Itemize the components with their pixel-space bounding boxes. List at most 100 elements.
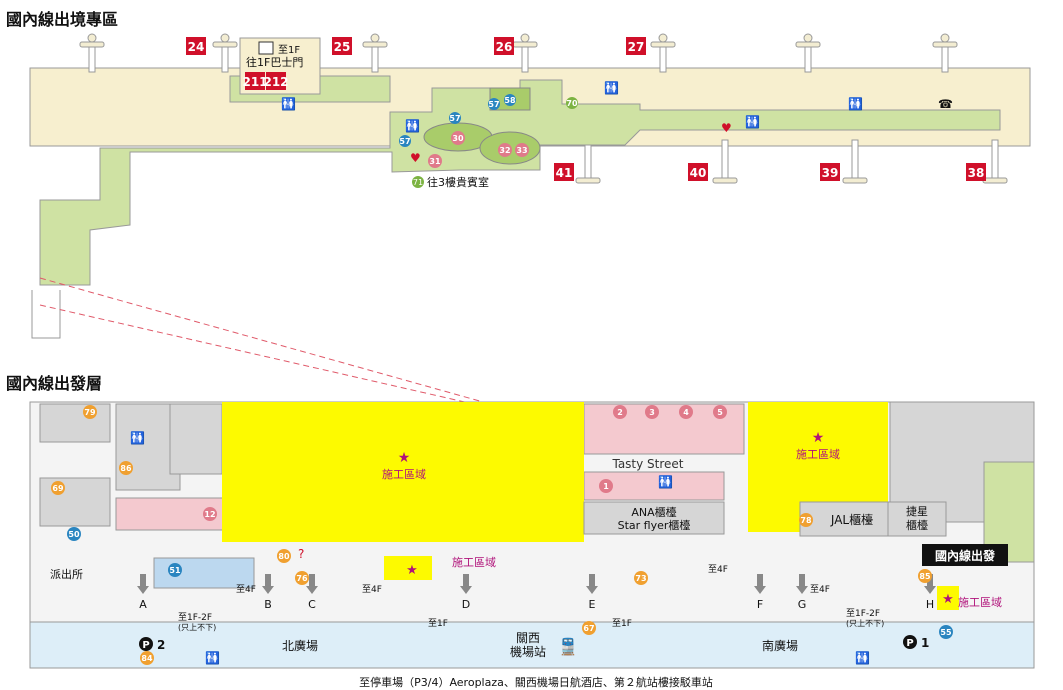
shop-number: 57 — [488, 100, 499, 109]
ana-counter-label: ANA櫃檯 — [631, 505, 676, 519]
departure-label-box — [922, 544, 1008, 566]
departure-label: 國內線出發 — [935, 548, 996, 563]
shop-number: 1 — [603, 482, 609, 491]
shop-marker — [168, 563, 182, 577]
construction-label: 施工區域 — [382, 468, 426, 481]
station-label: 關西 — [516, 631, 540, 645]
wall-outline — [31, 290, 61, 339]
pier-top — [650, 33, 676, 73]
shop-number: 12 — [204, 510, 215, 519]
shop-number: 33 — [516, 146, 527, 155]
starflyer-counter-label: Star flyer櫃檯 — [618, 518, 691, 532]
parking-p2-number: 2 — [157, 638, 165, 652]
shop-marker — [634, 571, 648, 585]
station-label: 機場站 — [510, 644, 546, 659]
gate-box — [626, 37, 646, 55]
shop-marker — [140, 651, 154, 665]
shop-number: 73 — [635, 574, 646, 583]
footer-text: 至停車場（P3/4）Aeroplaza、關西機場日航酒店、第２航站樓接駁車站 — [359, 675, 713, 689]
entrance-letter: F — [757, 598, 763, 611]
gate-box — [820, 163, 840, 181]
shop-number: 51 — [169, 566, 181, 575]
shop-number: 58 — [504, 96, 516, 105]
gate-number: 39 — [822, 166, 839, 180]
shop-marker — [515, 143, 529, 157]
to4f-label: 至4F — [708, 564, 728, 575]
to4f-label: 至4F — [810, 584, 830, 595]
restroom-icon: 🚻 — [405, 119, 420, 133]
green-walkway — [39, 79, 1001, 286]
shop-number: 4 — [683, 408, 689, 417]
gate-box — [332, 37, 352, 55]
gray-block — [39, 477, 111, 527]
escalator-icon — [258, 41, 274, 55]
construction-star: ★ — [812, 430, 825, 446]
entrance-arrow — [460, 586, 472, 594]
shop-marker — [488, 98, 500, 110]
entrance-arrow — [262, 586, 274, 594]
entrance-arrow — [924, 586, 936, 594]
entrance-arrow — [309, 574, 315, 586]
aed-icon: ♥ — [410, 151, 421, 165]
parking-p1-icon — [903, 635, 917, 649]
entrance-letter: G — [798, 598, 807, 611]
shop-marker — [498, 143, 512, 157]
shop-marker — [566, 97, 578, 109]
gate-box — [266, 72, 286, 90]
restroom-icon: 🚻 — [130, 431, 145, 445]
shop-marker — [399, 135, 411, 147]
gate-number: 41 — [556, 166, 573, 180]
section-title-bottom: 國內線出發層 — [6, 374, 103, 393]
shop-marker — [277, 549, 291, 563]
to4f-label: 至4F — [236, 584, 256, 595]
to1f2f-label: 至1F-2F — [846, 608, 880, 619]
shop-marker — [713, 405, 727, 419]
info-icon: ? — [298, 547, 304, 561]
gate-box — [245, 72, 265, 90]
entrance-arrow — [796, 586, 808, 594]
jal-counter-label: JAL櫃檯 — [830, 513, 873, 527]
shop-marker — [582, 621, 596, 635]
aed-icon: ♥ — [721, 121, 732, 135]
shop-marker — [449, 112, 461, 124]
construction-label: 施工區域 — [796, 448, 840, 461]
gate-box — [494, 37, 514, 55]
shop-marker — [599, 479, 613, 493]
entrance-letter: B — [264, 598, 272, 611]
restroom-icon: 🚻 — [205, 651, 220, 665]
gate-box — [186, 37, 206, 55]
gray-block — [115, 403, 181, 491]
up-only-label: (只上不下) — [846, 619, 884, 628]
jetstar-counter-label: 捷星 — [906, 504, 928, 518]
restroom-icon: 🚻 — [848, 97, 863, 111]
north-plaza-label: 北廣場 — [282, 639, 318, 653]
construction-star: ★ — [942, 592, 954, 607]
construction-label: 施工區域 — [452, 556, 496, 569]
jetstar-counter — [887, 501, 947, 537]
restroom-icon: 🚻 — [604, 81, 619, 95]
gate-number: 27 — [628, 40, 645, 54]
shop-marker — [451, 131, 465, 145]
gray-block — [39, 403, 111, 443]
shop-51-area — [153, 557, 255, 589]
restroom-icon: 🚻 — [281, 97, 296, 111]
shop-number: 70 — [566, 99, 578, 108]
parking-p2-icon — [139, 637, 153, 651]
shop-marker — [295, 571, 309, 585]
shop-number: 50 — [68, 530, 80, 539]
pier-top — [512, 33, 538, 73]
shop-marker — [203, 507, 217, 521]
gray-block — [169, 403, 223, 475]
gate-box — [966, 163, 986, 181]
shop-number: 57 — [399, 137, 410, 146]
entrance-arrow — [589, 574, 595, 586]
entrance-arrow — [799, 574, 805, 586]
bus-gate-label: 往1F巴士門 — [246, 55, 303, 69]
up-only-label: (只上不下) — [178, 623, 216, 632]
shop-number: 57 — [449, 114, 460, 123]
shop-marker — [939, 625, 953, 639]
